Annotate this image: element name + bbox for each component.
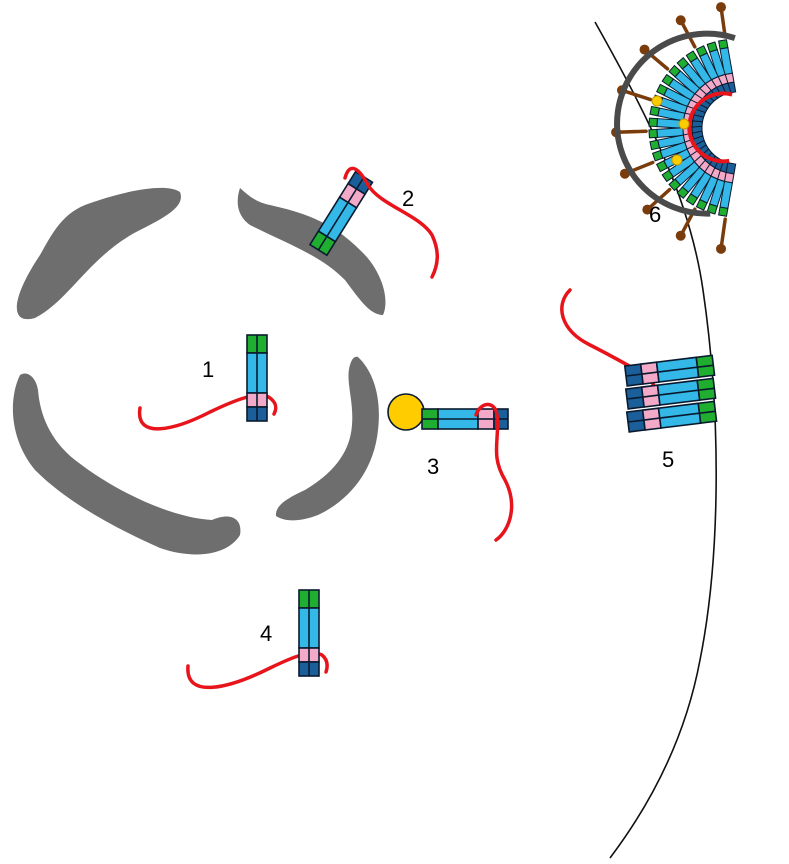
label-2: 2 xyxy=(402,186,414,211)
rna-strand-1 xyxy=(137,393,278,431)
spike-head-8 xyxy=(675,230,686,241)
spike-head-3 xyxy=(639,44,650,55)
nucleus-fragment-bottom-left xyxy=(12,373,241,555)
virion-protein-10 xyxy=(649,105,705,126)
virion-protein-22 xyxy=(718,162,737,217)
label-3: 3 xyxy=(427,454,439,479)
label-4: 4 xyxy=(260,621,272,646)
label-6: 6 xyxy=(649,202,661,227)
spike-head-2 xyxy=(675,15,686,26)
protein-4 xyxy=(298,589,320,677)
complex-2 xyxy=(309,166,439,279)
virion-cap-1 xyxy=(651,95,663,107)
virion-cap-3 xyxy=(671,154,683,166)
protein-1 xyxy=(246,334,268,422)
complex-4 xyxy=(186,589,329,690)
rna-strand-4 xyxy=(186,651,329,690)
rna-strand-2 xyxy=(343,166,439,279)
virion-protein-5 xyxy=(676,56,719,104)
nucleus-fragment-bottom-right xyxy=(275,356,379,521)
virion-protein-3 xyxy=(695,45,727,98)
virion-envelope xyxy=(614,30,736,217)
virion-protein-4 xyxy=(685,50,723,101)
spike-4 xyxy=(620,88,653,102)
virion-protein-18 xyxy=(676,152,719,200)
nucleus xyxy=(12,187,386,555)
virion-rna xyxy=(687,91,733,164)
spike-head-1 xyxy=(716,2,727,13)
complex-3 xyxy=(387,393,514,542)
rna-strand-3 xyxy=(474,402,514,542)
cap-icon xyxy=(387,393,425,431)
virion-cap-2 xyxy=(678,118,690,130)
nucleus-fragment-top-left xyxy=(16,187,181,320)
complex-5 xyxy=(560,288,718,433)
nucleus-fragment-top-right xyxy=(237,188,386,315)
complex-1 xyxy=(137,334,278,431)
label-1: 1 xyxy=(202,357,214,382)
spike-head-7 xyxy=(642,204,653,215)
complex-6 xyxy=(611,2,737,254)
spike-head-9 xyxy=(716,243,727,254)
label-5: 5 xyxy=(662,447,674,472)
